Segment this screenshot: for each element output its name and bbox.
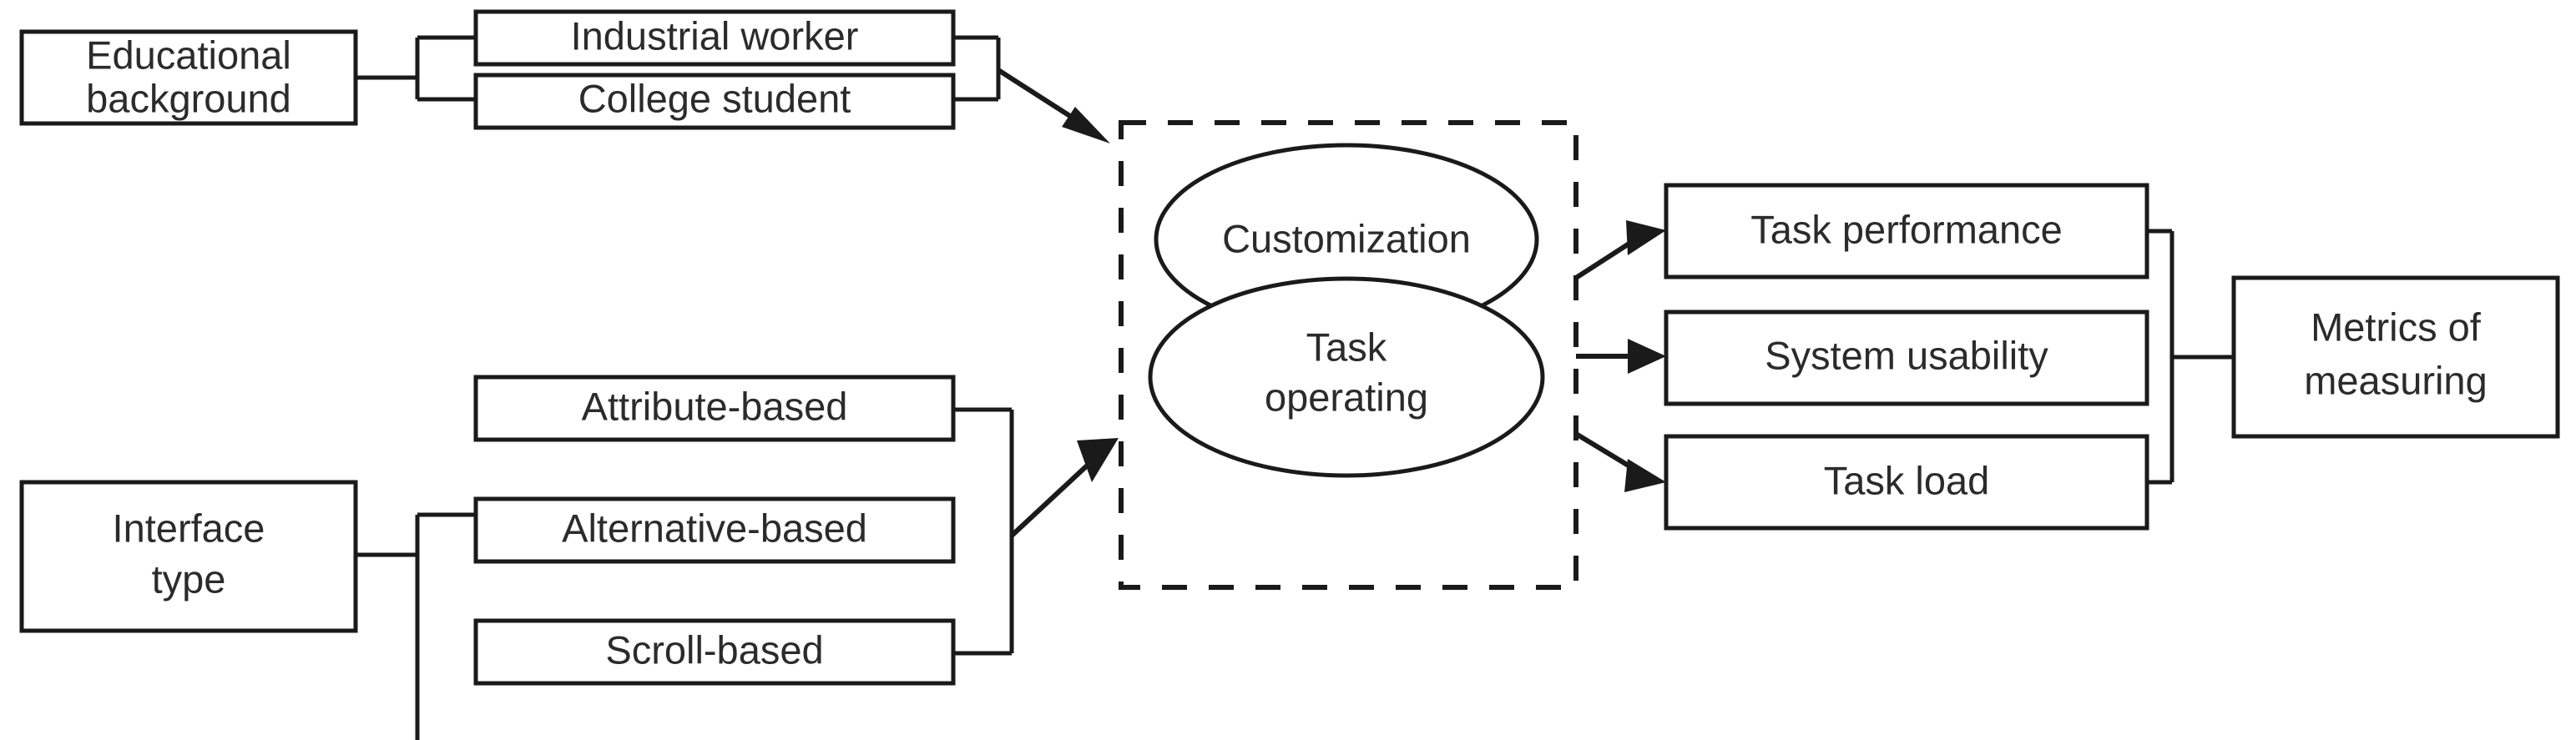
group-college-student: College student [473, 73, 956, 130]
box-system-usability[interactable] [1664, 310, 2149, 406]
arrow-region-to-task-load [1574, 431, 1666, 492]
join-bracket-outcomes [2147, 229, 2234, 485]
box-alternative-based[interactable] [473, 496, 956, 564]
arrow-region-to-system-usability [1576, 339, 1666, 374]
ellipse-task-operating[interactable] [1148, 276, 1545, 478]
box-attribute-based[interactable] [473, 375, 956, 442]
label-alternative-based: Alternative-based [562, 506, 867, 550]
arrow-education-to-task-region [997, 68, 1110, 143]
arrow-interface-to-task-region [1009, 438, 1119, 538]
box-task-load[interactable] [1664, 434, 2149, 531]
join-bracket-educational-levels [953, 35, 1001, 102]
label-system-usability: System usability [1765, 333, 2048, 377]
arrow-head-education [1062, 107, 1110, 143]
label-metrics-of-measuring-line2: measuring [2304, 358, 2487, 402]
label-educational-background-line2: background [86, 76, 291, 120]
label-educational-background-line1: Educational [86, 33, 291, 77]
arrow-head-task-performance [1626, 220, 1666, 255]
label-attribute-based: Attribute-based [582, 384, 848, 428]
box-industrial-worker[interactable] [473, 9, 956, 67]
arrow-region-to-task-performance [1574, 220, 1666, 280]
label-scroll-based: Scroll-based [605, 627, 823, 672]
group-system-usability: System usability [1664, 310, 2149, 406]
join-bracket-interface-levels [953, 407, 1014, 656]
arrow-head-interface [1077, 438, 1119, 482]
arrow-head-system-usability [1628, 339, 1666, 374]
group-alternative-based: Alternative-based [473, 496, 956, 564]
box-educational-background[interactable] [19, 29, 358, 126]
label-task-operating-line2: operating [1265, 375, 1428, 419]
label-task-performance: Task performance [1750, 207, 2063, 251]
label-college-student: College student [578, 76, 851, 120]
group-task-load: Task load [1664, 434, 2149, 531]
box-scroll-based[interactable] [473, 618, 956, 686]
group-attribute-based: Attribute-based [473, 375, 956, 442]
group-interface-type: Interface type [19, 480, 358, 633]
label-metrics-of-measuring-line1: Metrics of [2311, 305, 2482, 349]
bracket-educational-background [356, 35, 476, 102]
dashed-boundary-task-region [1119, 120, 1578, 590]
label-interface-type-line1: Interface [113, 506, 265, 550]
label-task-load: Task load [1824, 458, 1990, 502]
box-metrics-of-measuring[interactable] [2231, 275, 2560, 439]
label-interface-type-line2: type [152, 556, 226, 601]
label-industrial-worker: Industrial worker [571, 13, 859, 58]
box-college-student[interactable] [473, 73, 956, 130]
box-task-performance[interactable] [1664, 183, 2149, 279]
arrow-head-task-load [1624, 459, 1666, 492]
group-industrial-worker: Industrial worker [473, 9, 956, 67]
label-task-operating-line1: Task [1306, 325, 1387, 369]
group-scroll-based: Scroll-based [473, 618, 956, 686]
group-task-region: Customization Task operating [1119, 120, 1578, 590]
group-educational-background: Educational background [19, 29, 358, 126]
group-task-performance: Task performance [1664, 183, 2149, 279]
bracket-interface-type [356, 512, 476, 740]
group-metrics-of-measuring: Metrics of measuring [2231, 275, 2560, 439]
arrow-shaft-interface [1009, 456, 1098, 538]
label-customization: Customization [1222, 216, 1471, 260]
